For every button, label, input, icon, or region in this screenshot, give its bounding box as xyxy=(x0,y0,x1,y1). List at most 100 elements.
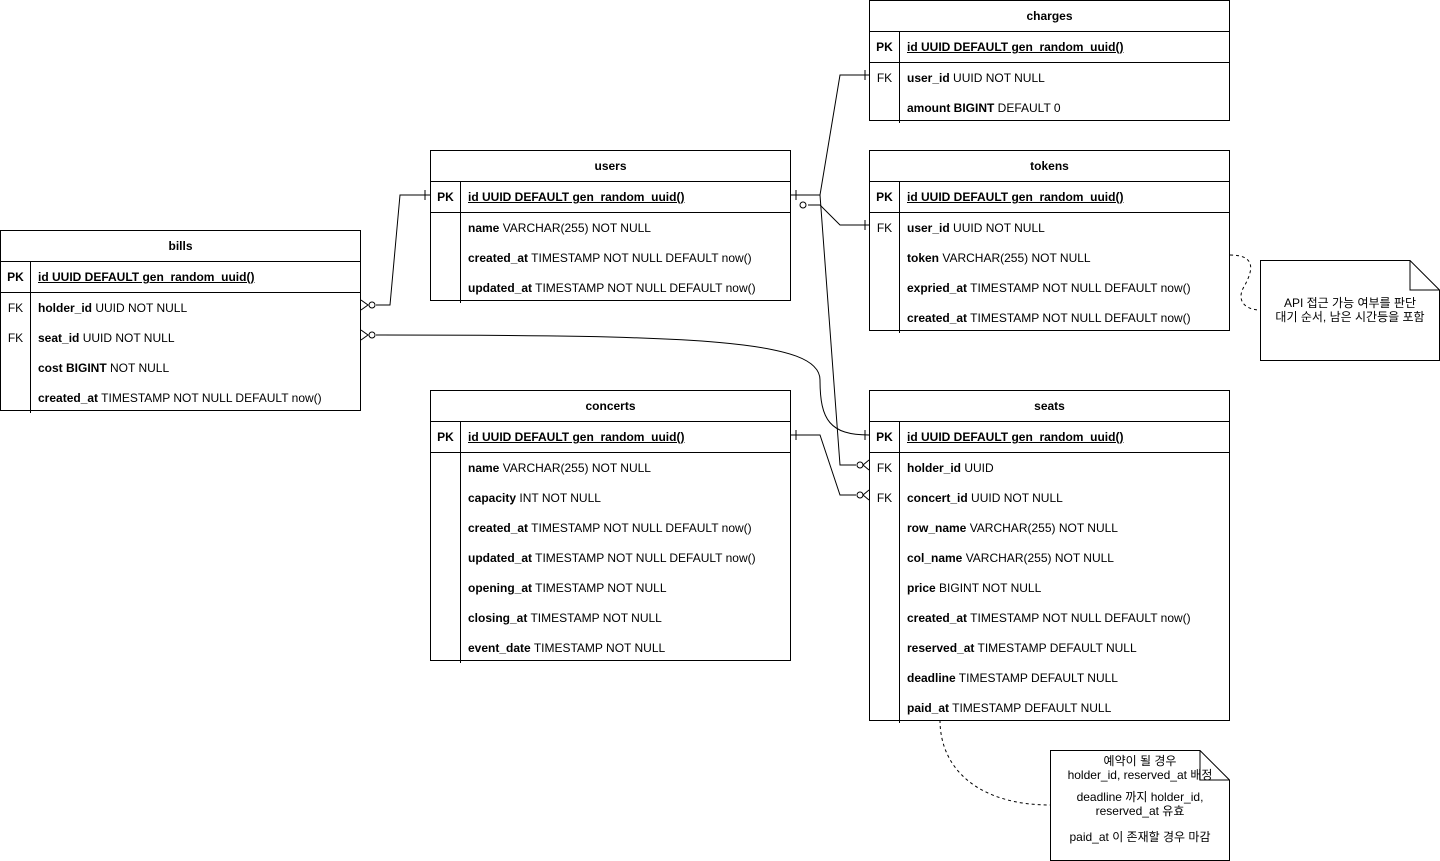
pk-column: id UUID DEFAULT gen_random_uuid() xyxy=(907,430,1124,444)
column-name: created_at xyxy=(468,521,529,535)
key-label xyxy=(1,353,31,383)
edge-seats-holder-zero-mark xyxy=(856,461,864,469)
entity-seats[interactable]: seats PK id UUID DEFAULT gen_random_uuid… xyxy=(869,390,1230,723)
key-label: FK xyxy=(870,213,900,243)
column-row: created_at TIMESTAMP NOT NULL DEFAULT no… xyxy=(431,513,790,543)
column-type: BIGINT NOT NULL xyxy=(935,581,1042,595)
column-row: row_name VARCHAR(255) NOT NULL xyxy=(870,513,1229,543)
column-row: created_at TIMESTAMP NOT NULL DEFAULT no… xyxy=(870,603,1229,633)
key-label xyxy=(431,513,461,543)
edge-bills-seat-zero-mark xyxy=(368,331,376,339)
key-label xyxy=(870,633,900,663)
column-name: row_name xyxy=(907,521,967,535)
column-name: reserved_at xyxy=(907,641,975,655)
column-row: FK user_id UUID NOT NULL xyxy=(870,63,1229,93)
column-type: TIMESTAMP NOT NULL DEFAULT now() xyxy=(967,281,1191,295)
column-row: name VARCHAR(255) NOT NULL xyxy=(431,213,790,243)
column-name: name xyxy=(468,461,500,475)
key-label xyxy=(870,303,900,333)
note-line: deadline 까지 holder_id, xyxy=(1076,790,1204,804)
pk-column: id UUID DEFAULT gen_random_uuid() xyxy=(907,190,1124,204)
column-type: UUID NOT NULL xyxy=(92,301,188,315)
column-row: deadline TIMESTAMP DEFAULT NULL xyxy=(870,663,1229,693)
column-row: FK holder_id UUID NOT NULL xyxy=(1,293,360,323)
edge-seats-concert-crowfoot xyxy=(862,489,870,501)
column-row: opening_at TIMESTAMP NOT NULL xyxy=(431,573,790,603)
column-row: event_date TIMESTAMP NOT NULL xyxy=(431,633,790,663)
column-type: VARCHAR(255) NOT NULL xyxy=(962,551,1114,565)
column-row: capacity INT NOT NULL xyxy=(431,483,790,513)
column-row: FK seat_id UUID NOT NULL xyxy=(1,323,360,353)
key-label xyxy=(870,93,900,123)
edge-bills-zero-mark xyxy=(368,301,376,309)
edge-users-tokens xyxy=(808,204,869,226)
column-name: updated_at xyxy=(468,551,533,565)
column-type: NOT NULL xyxy=(106,361,170,375)
note-line: 예약이 될 경우 xyxy=(1103,754,1177,768)
column-type: TIMESTAMP DEFAULT NULL xyxy=(955,671,1118,685)
pk-label: PK xyxy=(870,182,900,212)
key-label xyxy=(870,603,900,633)
key-label xyxy=(870,513,900,543)
column-name: seat_id xyxy=(38,331,80,345)
column-name: created_at xyxy=(38,391,99,405)
key-label xyxy=(431,273,461,303)
column-type: UUID xyxy=(961,461,994,475)
note-shape xyxy=(1050,750,1230,861)
column-type: UUID NOT NULL xyxy=(967,491,1063,505)
pk-column: id UUID DEFAULT gen_random_uuid() xyxy=(468,430,685,444)
pk-label: PK xyxy=(1,262,31,292)
column-type: TIMESTAMP NOT NULL DEFAULT now() xyxy=(528,521,752,535)
entity-tokens[interactable]: tokens PK id UUID DEFAULT gen_random_uui… xyxy=(869,150,1230,333)
column-row: updated_at TIMESTAMP NOT NULL DEFAULT no… xyxy=(431,543,790,573)
entity-charges[interactable]: charges PK id UUID DEFAULT gen_random_uu… xyxy=(869,0,1230,123)
column-name: user_id xyxy=(907,71,950,85)
tokens-note-connector xyxy=(1229,254,1261,311)
column-row: created_at TIMESTAMP NOT NULL DEFAULT no… xyxy=(870,303,1229,333)
edge-bills-seat-crowfoot xyxy=(360,329,369,341)
entity-title: tokens xyxy=(870,151,1229,182)
column-name: col_name xyxy=(907,551,963,565)
column-name: event_date xyxy=(468,641,531,655)
entity-concerts[interactable]: concerts PK id UUID DEFAULT gen_random_u… xyxy=(430,390,791,663)
note-line: reserved_at 유효 xyxy=(1095,804,1185,818)
column-name: deadline xyxy=(907,671,956,685)
note-line xyxy=(1050,818,1230,830)
pk-row: PK id UUID DEFAULT gen_random_uuid() xyxy=(870,182,1229,213)
column-name: capacity xyxy=(468,491,517,505)
column-row: FK concert_id UUID NOT NULL xyxy=(870,483,1229,513)
note-line xyxy=(1050,782,1230,790)
tokens-note[interactable]: API 접근 가능 여부를 판단 대기 순서, 남은 시간등을 포함 xyxy=(1260,260,1440,361)
key-label xyxy=(1,383,31,413)
key-label xyxy=(431,243,461,273)
key-label: FK xyxy=(1,293,31,323)
entity-title: seats xyxy=(870,391,1229,422)
column-name: amount BIGINT xyxy=(907,101,995,115)
column-type: TIMESTAMP NOT NULL DEFAULT now() xyxy=(528,251,752,265)
column-name: name xyxy=(468,221,500,235)
edge-seats-concert-zero-mark xyxy=(856,491,864,499)
column-type: TIMESTAMP NOT NULL xyxy=(532,581,667,595)
entity-bills[interactable]: bills PK id UUID DEFAULT gen_random_uuid… xyxy=(0,230,361,413)
seats-note[interactable]: 예약이 될 경우 holder_id, reserved_at 배정 deadl… xyxy=(1050,750,1230,861)
column-name: paid_at xyxy=(907,701,950,715)
column-row: amount BIGINT DEFAULT 0 xyxy=(870,93,1229,123)
edge-users-seats xyxy=(790,194,856,466)
entity-users[interactable]: users PK id UUID DEFAULT gen_random_uuid… xyxy=(430,150,791,303)
column-row: reserved_at TIMESTAMP DEFAULT NULL xyxy=(870,633,1229,663)
key-label: FK xyxy=(870,483,900,513)
seats-note-connector xyxy=(939,719,1051,806)
column-type: TIMESTAMP NOT NULL DEFAULT now() xyxy=(532,281,756,295)
pk-column: id UUID DEFAULT gen_random_uuid() xyxy=(468,190,685,204)
key-label xyxy=(870,243,900,273)
pk-row: PK id UUID DEFAULT gen_random_uuid() xyxy=(1,262,360,293)
column-type: VARCHAR(255) NOT NULL xyxy=(966,521,1118,535)
edge-seats-bills xyxy=(375,334,870,436)
key-label: FK xyxy=(870,453,900,483)
column-name: closing_at xyxy=(468,611,528,625)
column-name: user_id xyxy=(907,221,950,235)
pk-column: id UUID DEFAULT gen_random_uuid() xyxy=(38,270,255,284)
column-type: TIMESTAMP NOT NULL xyxy=(530,641,666,655)
pk-row: PK id UUID DEFAULT gen_random_uuid() xyxy=(431,422,790,453)
